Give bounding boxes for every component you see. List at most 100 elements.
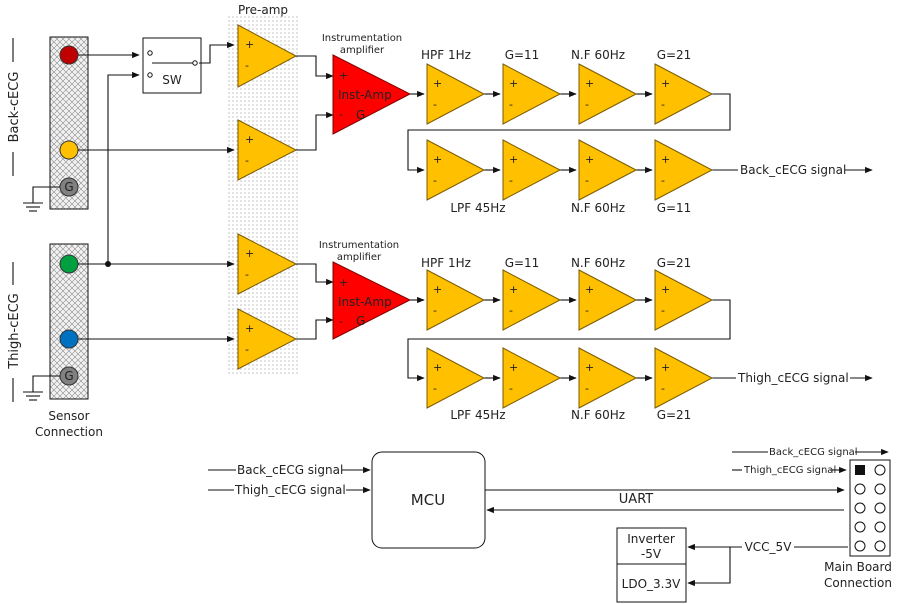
back-output-label: Back_cECG signal — [740, 163, 846, 177]
svg-text:-: - — [585, 98, 589, 111]
sensor-connection-label-2: Connection — [35, 425, 103, 439]
switch-label: SW — [162, 73, 182, 87]
vcc-label: VCC_5V — [745, 540, 793, 554]
thigh-stage-top-1: +- — [426, 269, 486, 331]
mcu-input-thigh-label: Thigh_cECG signal — [234, 483, 346, 497]
thigh-bottom-label-3: N.F 60Hz — [571, 408, 625, 422]
preamp-back-2: + - — [237, 119, 298, 181]
thigh-stage-bottom-1: +- — [426, 347, 486, 409]
inst-amp-thigh: + Inst-Amp - G — [332, 261, 412, 340]
svg-text:-: - — [661, 98, 665, 111]
inverter-label-2: -5V — [641, 547, 662, 561]
connector-pin-1 — [855, 465, 865, 475]
back-top-label-2: G=11 — [505, 48, 540, 62]
mcu-label: MCU — [411, 491, 445, 509]
svg-text:+: + — [433, 77, 442, 90]
back-bottom-label-4: G=11 — [657, 201, 692, 215]
thigh-group-label: Thigh-cECG — [7, 262, 22, 402]
ground-symbol-thigh — [23, 375, 60, 401]
ground-symbol-back — [23, 186, 60, 212]
svg-text:+: + — [585, 283, 594, 296]
thigh-top-label-4: G=21 — [657, 256, 692, 270]
back-stage-top-4: +- — [654, 63, 714, 125]
svg-text:-: - — [509, 304, 513, 317]
main-board-thigh-label: Thigh_cECG signal — [743, 465, 836, 476]
electrode-green — [59, 254, 79, 274]
svg-text:+: + — [585, 153, 594, 166]
svg-text:+: + — [661, 361, 670, 374]
svg-text:-: - — [661, 382, 665, 395]
mcu-input-back-label: Back_cECG signal — [237, 463, 343, 477]
inst-amp-label-thigh-2: amplifier — [337, 252, 382, 263]
svg-text:-: - — [339, 315, 343, 328]
preamp-thigh-1: + - — [237, 233, 298, 295]
back-stage-top-3: +- — [578, 63, 638, 125]
svg-text:+: + — [509, 361, 518, 374]
back-group-label: Back-cECG — [7, 38, 22, 176]
svg-text:+: + — [509, 283, 518, 296]
back-stage-bottom-3: +- — [578, 139, 638, 201]
svg-text:+: + — [339, 69, 348, 82]
back-stage-bottom-4: +- — [654, 139, 714, 201]
svg-text:+: + — [245, 322, 254, 335]
svg-text:-: - — [585, 304, 589, 317]
uart-label: UART — [619, 492, 653, 507]
thigh-bottom-label-4: G=21 — [657, 408, 692, 422]
back-stage-top-1: +- — [426, 63, 486, 125]
svg-text:+: + — [245, 133, 254, 146]
svg-text:Thigh-cECG: Thigh-cECG — [7, 293, 22, 370]
back-bottom-label-3: N.F 60Hz — [571, 201, 625, 215]
thigh-stage-bottom-4: +- — [654, 347, 714, 409]
sensor-connection-label-1: Sensor — [48, 409, 89, 423]
main-board-label-2: Connection — [824, 576, 892, 590]
svg-text:+: + — [661, 153, 670, 166]
switch-contact-b — [147, 72, 153, 78]
svg-text:-: - — [585, 382, 589, 395]
svg-text:+: + — [433, 283, 442, 296]
inst-amp-label-back-1: Instrumentation — [322, 33, 402, 44]
back-stage-bottom-2: +- — [502, 139, 562, 201]
svg-text:-: - — [509, 98, 513, 111]
switch-box — [142, 37, 202, 94]
ldo-block — [616, 563, 687, 603]
svg-text:-: - — [245, 268, 249, 281]
inverter-label-1: Inverter — [627, 532, 675, 546]
thigh-top-label-2: G=11 — [505, 256, 540, 270]
switch-contact-a — [147, 50, 153, 56]
inst-amp-back: + Inst-Amp - G — [332, 54, 412, 135]
svg-text:Inst-Amp: Inst-Amp — [338, 295, 392, 309]
main-board-label-1: Main Board — [824, 560, 892, 574]
svg-text:+: + — [509, 77, 518, 90]
svg-text:G: G — [356, 314, 365, 328]
svg-text:-: - — [245, 154, 249, 167]
svg-text:+: + — [661, 77, 670, 90]
electrode-red — [59, 45, 79, 65]
ground-letter-thigh: G — [64, 369, 73, 383]
svg-text:G: G — [356, 108, 365, 122]
main-board-back-label: Back_cECG signal — [769, 447, 858, 458]
svg-text:+: + — [245, 38, 254, 51]
thigh-top-label-1: HPF 1Hz — [421, 256, 471, 270]
thigh-stage-top-2: +- — [502, 269, 562, 331]
svg-text:Back-cECG: Back-cECG — [7, 72, 22, 143]
svg-text:-: - — [433, 98, 437, 111]
electrode-blue — [59, 329, 79, 349]
svg-text:+: + — [433, 361, 442, 374]
back-top-label-4: G=21 — [657, 48, 692, 62]
back-stage-top-2: +- — [502, 63, 562, 125]
thigh-stage-bottom-2: +- — [502, 347, 562, 409]
svg-text:+: + — [433, 153, 442, 166]
inverter-block — [616, 527, 687, 565]
back-stage-bottom-1: +- — [426, 139, 486, 201]
ldo-label: LDO_3.3V — [622, 577, 681, 591]
back-top-label-1: HPF 1Hz — [421, 48, 471, 62]
svg-text:+: + — [585, 361, 594, 374]
svg-text:Inst-Amp: Inst-Amp — [338, 88, 392, 102]
svg-text:-: - — [509, 174, 513, 187]
svg-text:-: - — [509, 382, 513, 395]
preamp-thigh-2: + - — [237, 308, 298, 370]
svg-text:+: + — [245, 247, 254, 260]
svg-text:-: - — [339, 108, 343, 121]
thigh-stage-top-3: +- — [578, 269, 638, 331]
